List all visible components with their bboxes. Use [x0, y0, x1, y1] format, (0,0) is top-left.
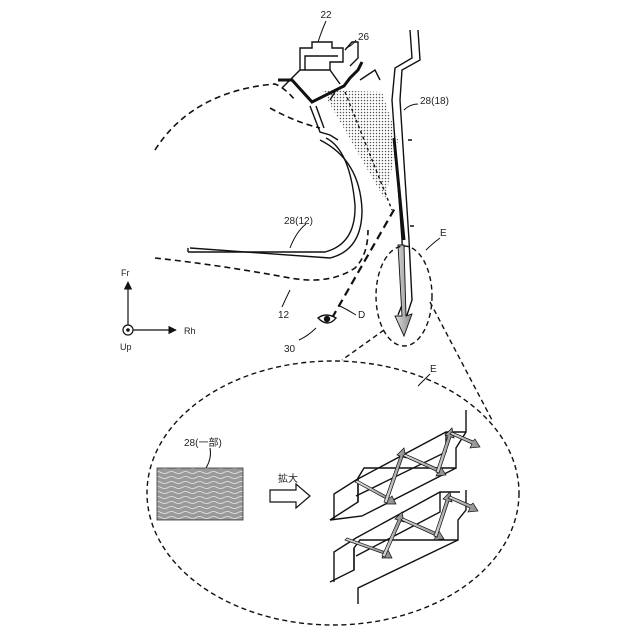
label-22: 22: [320, 10, 332, 21]
label-28-18: 28(18): [420, 96, 449, 107]
label-E-upper: E: [440, 228, 447, 239]
label-12: 12: [278, 310, 290, 321]
sight-line-D: [332, 208, 395, 318]
label-28-12: 28(12): [284, 216, 313, 227]
eye-icon: [318, 315, 336, 323]
label-D: D: [358, 310, 365, 321]
axis-label-rh: Rh: [184, 326, 196, 336]
body-contour-upper: [155, 84, 295, 150]
pillar-curve: [190, 140, 362, 258]
enlarge-arrow: [270, 484, 310, 508]
light-region: [322, 90, 398, 200]
axis-indicator: [123, 282, 176, 335]
material-sample-28: [157, 468, 243, 520]
label-28-part: 28(一部): [184, 436, 222, 449]
label-26: 26: [358, 32, 370, 43]
axis-label-fr: Fr: [121, 268, 130, 278]
label-enlarge: 拡大: [278, 472, 298, 485]
axis-label-up: Up: [120, 342, 132, 352]
label-30: 30: [284, 344, 296, 355]
body-contour-left: [155, 230, 368, 280]
label-E-lower: E: [430, 364, 437, 375]
